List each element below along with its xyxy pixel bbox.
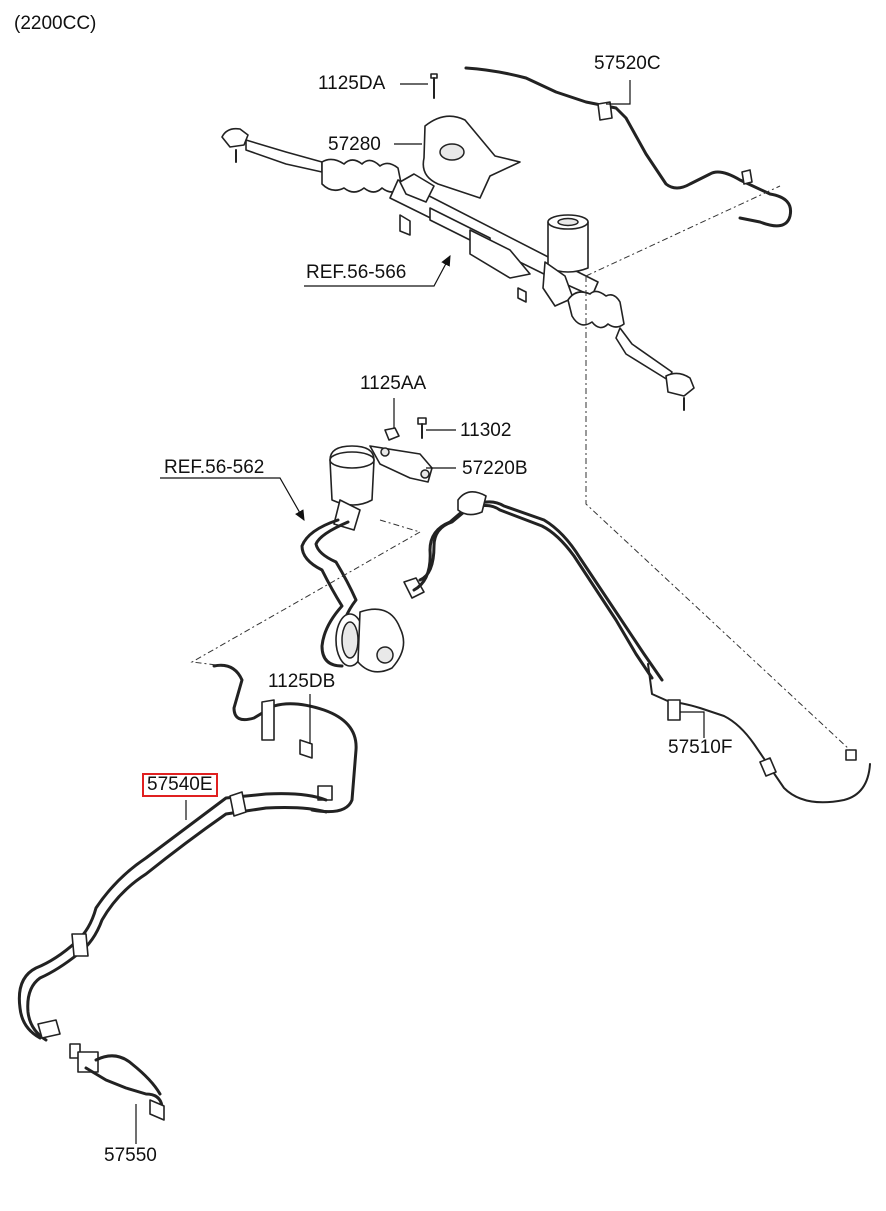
part-label-11302[interactable]: 11302 [460,420,512,441]
part-label-57550[interactable]: 57550 [104,1145,157,1166]
part-label-1125DB[interactable]: 1125DB [268,671,336,692]
leader-lines [135,80,705,1144]
part-label-57520C[interactable]: 57520C [594,53,661,74]
ref-label-56-566[interactable]: REF.56-566 [306,262,407,283]
ref-label-56-562[interactable]: REF.56-562 [164,457,265,478]
return-pipe-57520C [464,66,793,228]
power-steering-pump [335,577,425,673]
heat-shield-57280 [422,115,521,199]
bolt-1125DA [430,73,438,99]
cooler-pipe-57540E [17,791,328,1042]
part-label-1125DA[interactable]: 1125DA [318,73,386,94]
part-label-57220B[interactable]: 57220B [462,458,528,479]
engine-variant-label: (2200CC) [14,13,97,34]
reservoir-assembly [329,445,375,531]
part-label-57510F[interactable]: 57510F [668,737,733,758]
cooler-57550 [69,1043,165,1121]
pressure-hose-57510F [412,491,871,804]
connection-lines [190,185,851,751]
suction-hose [300,518,358,668]
steering-gear-assembly [221,127,695,411]
part-label-1125AA[interactable]: 1125AA [360,373,427,394]
cooler-pipe-upper [212,663,358,814]
bracket-57220B [369,417,433,483]
part-label-57540E[interactable]: 57540E [142,773,218,797]
part-label-57280[interactable]: 57280 [328,134,381,155]
